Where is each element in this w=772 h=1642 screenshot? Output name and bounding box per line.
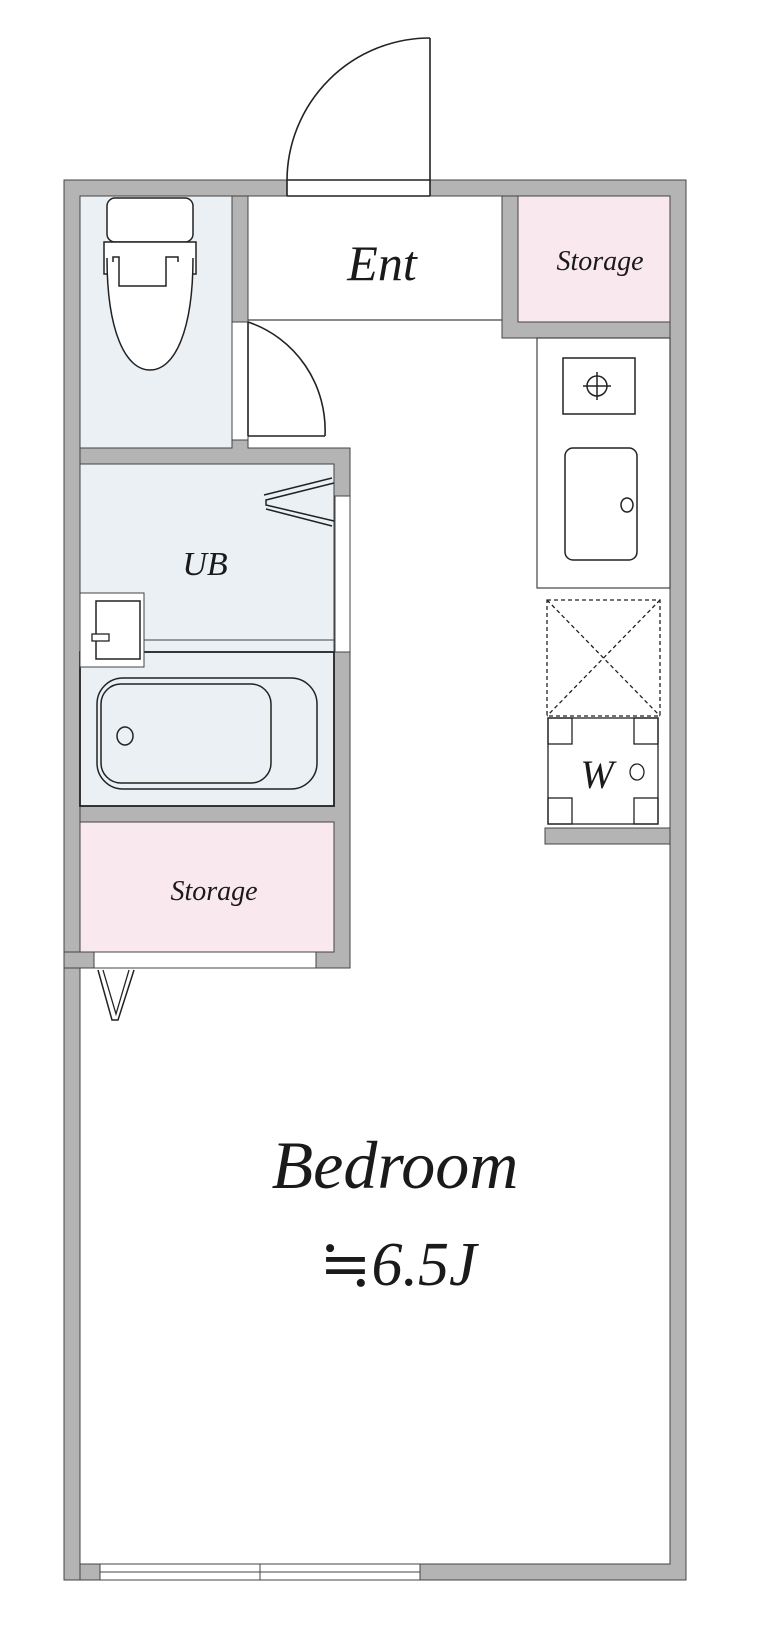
bathtub-icon: [96, 677, 318, 790]
entrance-label: Ent: [346, 235, 418, 291]
left-wall: [63, 967, 81, 1581]
refrigerator-space: [546, 599, 661, 717]
unit-bath: UB: [79, 463, 335, 807]
bedroom-size-label: ≒6.5J: [320, 1231, 479, 1299]
washer-label: W: [580, 752, 617, 797]
bathroom-folding-door[interactable]: [263, 477, 351, 653]
stove-burner-icon: [583, 372, 611, 400]
entrance-door[interactable]: [286, 37, 431, 197]
washbasin-icon: [79, 592, 145, 668]
toilet-icon: [103, 197, 197, 371]
bedroom-label: Bedroom: [272, 1127, 519, 1203]
washer-space: W: [547, 717, 659, 825]
storage-bottom[interactable]: Storage: [79, 821, 335, 953]
stove: [562, 357, 636, 415]
storage-top[interactable]: Storage: [501, 195, 671, 339]
storage-bottom-label: Storage: [170, 876, 257, 907]
bedroom: Bedroom ≒6.5J: [272, 1127, 519, 1299]
kitchen-counter: [536, 337, 671, 589]
bedroom-window: [99, 1563, 421, 1581]
kitchen-wall: [544, 827, 671, 845]
storage-top-label: Storage: [556, 246, 643, 277]
unit-bath-label: UB: [182, 546, 228, 583]
toilet-wall: [231, 195, 249, 323]
toilet-door[interactable]: [231, 321, 326, 441]
storage-folding-door[interactable]: [63, 951, 317, 1021]
kitchen-sink-icon: [564, 447, 638, 561]
entrance-area: Ent: [248, 235, 502, 321]
